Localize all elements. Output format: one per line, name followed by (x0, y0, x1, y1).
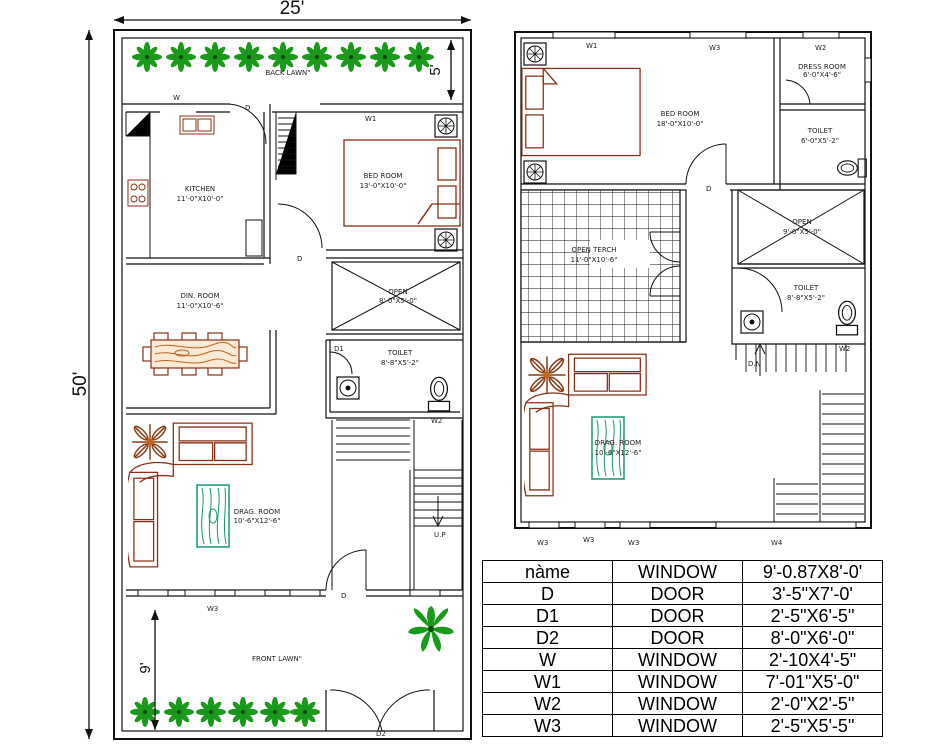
front-lawn-label: FRONT LAWN" (252, 655, 302, 663)
door-window-schedule: nàme WINDOW 9'-0.87X8'-0' D DOOR 3'-5"X7… (482, 560, 883, 737)
schedule-size-cell: 9'-0.87X8'-0' (742, 560, 883, 583)
door-mark-d1: D1 (334, 345, 344, 353)
drawing-room-size: 10'-6"X12'-6" (234, 517, 281, 525)
schedule-type-cell: WINDOW (612, 692, 743, 715)
schedule-name-cell: D2 (482, 626, 613, 649)
terrace-label: OPEN TERCH (572, 246, 617, 254)
ff-open-label: OPEN (792, 218, 811, 226)
window-mark-w: W (173, 94, 180, 102)
ff-drawing-room-size: 10'-6"X12'-6" (595, 449, 642, 457)
ground-floor-plan: 25' 50' 5' 9' BACK LAWN" KITCHEN 11'-0"X… (70, 0, 472, 740)
toilet-label: TOILET (387, 349, 413, 357)
schedule-size-cell: 2'-0"X2'-5" (742, 692, 883, 715)
ff-toilet-top-label: TOILET (807, 127, 833, 135)
schedule-row: W WINDOW 2'-10X4'-5" (482, 648, 883, 671)
dress-room-label: DRESS ROOM (798, 63, 846, 71)
schedule-type-cell: DOOR (612, 604, 743, 627)
back-lawn-dimension: 5' (427, 64, 444, 75)
ff-bedroom-label: BED ROOM (661, 110, 700, 118)
ff-toilet-top-size: 6'-0"X5'-2" (801, 137, 839, 145)
schedule-row: W1 WINDOW 7'-01"X5'-0" (482, 670, 883, 693)
ff-window-mark-w1: W1 (586, 42, 597, 50)
dining-label: DIN. ROOM (180, 292, 219, 300)
gate-mark-d2: D2 (376, 730, 386, 738)
door-mark-bedroom: D (297, 255, 302, 263)
door-mark-kitchen: D (245, 104, 250, 112)
window-mark-w3: W3 (207, 605, 218, 613)
door-mark-main: D (341, 592, 346, 600)
window-mark-w2: W2 (431, 417, 442, 425)
ff-window-mark-w3-top: W3 (709, 44, 720, 52)
ff-window-mark-w3-b: W3 (583, 536, 594, 544)
schedule-name-cell: nàme (482, 560, 613, 583)
ff-drawing-room-label: DRAG. ROOM (595, 439, 641, 447)
schedule-name-cell: W3 (482, 714, 613, 737)
schedule-row: D DOOR 3'-5"X7'-0' (482, 582, 883, 605)
schedule-row: nàme WINDOW 9'-0.87X8'-0' (482, 560, 883, 583)
schedule-size-cell: 2'-10X4'-5" (742, 648, 883, 671)
stair-down-mark: D.N (748, 360, 761, 368)
schedule-type-cell: WINDOW (612, 714, 743, 737)
schedule-name-cell: D1 (482, 604, 613, 627)
window-mark-w1: W1 (365, 115, 376, 123)
schedule-type-cell: DOOR (612, 582, 743, 605)
height-dimension: 50' (70, 372, 91, 397)
kitchen-size: 11'-0"X10'-0" (177, 195, 224, 203)
dining-size: 11'-0"X10'-6" (177, 302, 224, 310)
kitchen-label: KITCHEN (185, 185, 215, 193)
terrace-size: 11'-0"X10'-6" (571, 256, 618, 264)
schedule-size-cell: 2'-5"X6'-5" (742, 604, 883, 627)
ff-open-size: 9'-0"X5'-0" (783, 228, 821, 236)
schedule-type-cell: WINDOW (612, 670, 743, 693)
ff-window-mark-w2: W2 (839, 345, 850, 353)
schedule-row: D1 DOOR 2'-5"X6'-5" (482, 604, 883, 627)
ff-door-mark: D (706, 185, 711, 193)
schedule-row: D2 DOOR 8'-0"X6'-0" (482, 626, 883, 649)
schedule-size-cell: 3'-5"X7'-0' (742, 582, 883, 605)
schedule-size-cell: 2'-5"X5'-5" (742, 714, 883, 737)
bedroom-label: BED ROOM (364, 172, 403, 180)
open-size: 8'-0"X5'-0" (379, 297, 417, 305)
open-label: OPEN (388, 288, 407, 296)
ff-window-mark-w4: W4 (771, 539, 783, 547)
width-dimension: 25' (280, 0, 305, 19)
schedule-name-cell: W2 (482, 692, 613, 715)
schedule-type-cell: DOOR (612, 626, 743, 649)
back-lawn-label: BACK LAWN" (265, 69, 310, 77)
drawing-room-label: DRAG. ROOM (234, 508, 280, 516)
schedule-name-cell: W1 (482, 670, 613, 693)
stair-up-mark: U.P (434, 531, 446, 539)
ff-window-mark-w3-a: W3 (537, 539, 548, 547)
ff-toilet-label: TOILET (793, 284, 819, 292)
schedule-type-cell: WINDOW (612, 560, 743, 583)
toilet-size: 8'-8"X5'-2" (381, 359, 419, 367)
schedule-name-cell: W (482, 648, 613, 671)
ff-bedroom-size: 18'-0"X10'-0" (657, 120, 704, 128)
bedroom-size: 13'-0"X10'-0" (360, 182, 407, 190)
ff-window-mark-w2-top: W2 (815, 44, 826, 52)
schedule-name-cell: D (482, 582, 613, 605)
schedule-row: W3 WINDOW 2'-5"X5'-5" (482, 714, 883, 737)
first-floor-plan: BED ROOM 18'-0"X10'-0" DRESS ROOM 6'-0"X… (514, 31, 872, 547)
dress-room-size: 6'-0"X4'-6" (803, 71, 841, 79)
front-lawn-dimension: 9' (137, 662, 154, 673)
ff-window-mark-w3-c: W3 (628, 539, 639, 547)
schedule-type-cell: WINDOW (612, 648, 743, 671)
schedule-size-cell: 8'-0"X6'-0" (742, 626, 883, 649)
schedule-row: W2 WINDOW 2'-0"X2'-5" (482, 692, 883, 715)
ff-toilet-size: 8'-8"X5'-2" (787, 294, 825, 302)
schedule-size-cell: 7'-01"X5'-0" (742, 670, 883, 693)
